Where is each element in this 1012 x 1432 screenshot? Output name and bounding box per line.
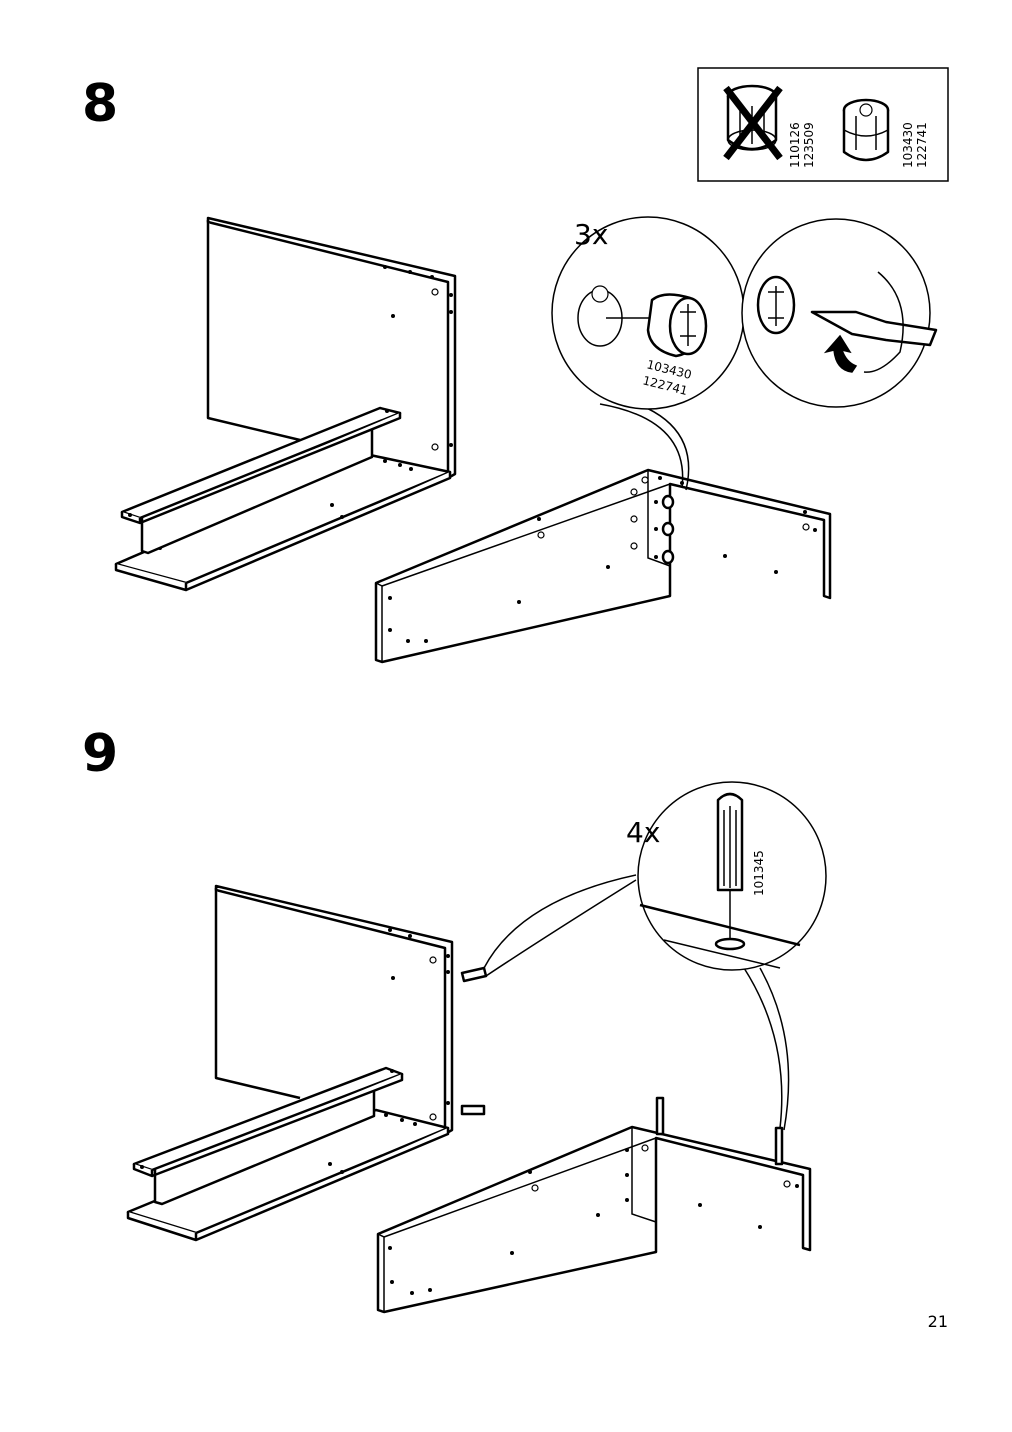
base-frame [376, 1096, 812, 1314]
wrong-part-code: 110126 [788, 122, 802, 168]
quantity-label: 3x [574, 218, 608, 251]
parts-box: 110126 123509 103430 122741 [697, 67, 949, 182]
part-code: 101345 [752, 850, 766, 896]
cam-lock-icon [756, 275, 796, 335]
side-panel-assembly [126, 884, 488, 1242]
dowel-icon [716, 792, 744, 940]
cam-lock-icon [842, 98, 890, 162]
side-panel-assembly [114, 216, 457, 592]
right-part-code: 103430 [901, 122, 915, 168]
wrong-part-code: 123509 [802, 122, 816, 168]
cam-lock-wrong-icon [723, 84, 783, 161]
rotate-arrow-icon [823, 334, 858, 373]
cam-lock-icon [646, 293, 708, 358]
base-frame [374, 468, 832, 664]
page-number: 21 [927, 1312, 948, 1331]
right-part-code: 122741 [915, 122, 929, 168]
quantity-label: 4x [626, 816, 660, 849]
step-number: 8 [82, 74, 119, 134]
step-number: 9 [82, 724, 119, 784]
detail-callout: 4x 101345 [483, 781, 827, 1131]
screwdriver-icon [810, 271, 938, 373]
detail-callout: 3x 103430 122741 [551, 216, 938, 491]
